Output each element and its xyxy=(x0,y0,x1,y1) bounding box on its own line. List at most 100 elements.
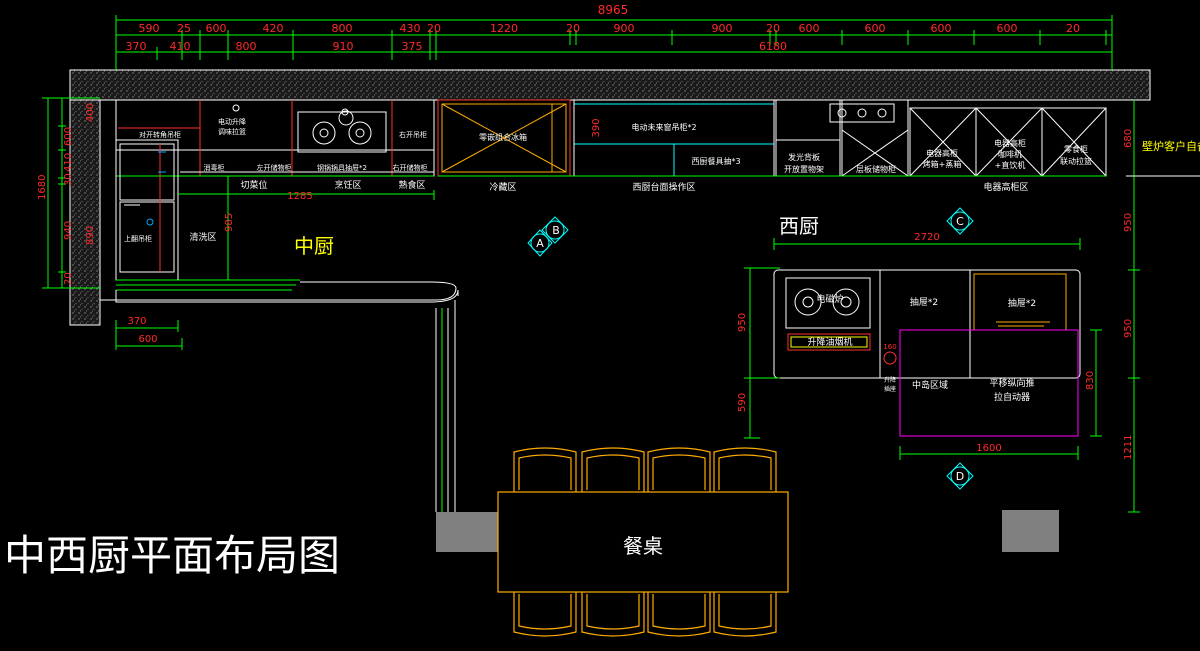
marker-d: D xyxy=(956,470,964,483)
label-left-storage: 左开储物柜 xyxy=(257,163,292,172)
counter-l-shape xyxy=(115,281,459,512)
dim-375: 375 xyxy=(402,40,423,53)
dim-900b: 900 xyxy=(712,22,733,35)
label-induction: 电磁炉 xyxy=(816,293,843,305)
label-right-wall-cabinet: 右开吊柜 xyxy=(399,130,427,139)
dim-1680: 1680 xyxy=(37,175,48,200)
socket-labels: 升降 插座 xyxy=(884,376,896,393)
dim-20a: 20 xyxy=(427,22,441,35)
dim-800: 800 xyxy=(332,22,353,35)
small-dim-lines xyxy=(115,190,435,350)
marker-b: B xyxy=(552,224,560,237)
western-top-cabinets xyxy=(437,99,1107,177)
right-dimensions xyxy=(1126,100,1200,513)
dim-160: 160 xyxy=(883,343,896,351)
zone-cutting: 切菜位 xyxy=(240,179,267,191)
dim-590-island: 590 xyxy=(737,393,748,412)
dim-410: 410 xyxy=(170,40,191,53)
dim-985: 985 xyxy=(224,213,235,232)
dim-910: 910 xyxy=(333,40,354,53)
dim-1285: 1285 xyxy=(287,191,312,202)
dining-table xyxy=(497,447,789,637)
label-lift-hood: 升降油烟机 xyxy=(807,336,852,348)
western-cabinet-labels: 零嵌组合冰箱 电动未来窗吊柜*2 西厨餐具抽*3 发光背板 开放置物架 层板储物… xyxy=(479,122,1092,174)
dim-30-left: 30 xyxy=(63,173,74,186)
dim-830: 830 xyxy=(1085,371,1096,390)
zone-cold: 冷藏区 xyxy=(489,181,516,193)
section-markers xyxy=(527,207,974,490)
dim-800b: 800 xyxy=(236,40,257,53)
dim-590: 590 xyxy=(139,22,160,35)
dim-950-a: 950 xyxy=(1123,213,1134,232)
dim-6180: 6180 xyxy=(759,40,787,53)
label-window-cabinet: 电动未来窗吊柜*2 xyxy=(631,122,696,132)
walls xyxy=(69,69,1151,552)
label-right-storage: 右开储物柜 xyxy=(393,163,428,172)
label-snack-a: 零食柜 xyxy=(1064,144,1088,154)
label-tall-cab2a: 电器高柜 xyxy=(994,138,1026,148)
label-drawer1: 抽屉*2 xyxy=(910,296,938,308)
column-left xyxy=(436,512,498,552)
right-dim-labels: 680 950 950 1211 xyxy=(1123,129,1134,460)
island-labels: 电磁炉 升降油烟机 抽屉*2 抽屉*2 中岛区域 平移纵向推 拉自动器 xyxy=(807,293,1036,403)
label-western-drawer: 西厨餐具抽*3 xyxy=(691,156,740,166)
fireplace-note: 壁炉客户自备 xyxy=(1142,139,1200,153)
zone-western-op: 西厨台面操作区 xyxy=(632,181,695,193)
label-lift-socket-b: 插座 xyxy=(884,385,896,393)
label-tall-cab2b: 咖啡机 xyxy=(998,149,1022,159)
dim-2720: 2720 xyxy=(914,232,939,243)
top-dimensions xyxy=(115,15,1113,70)
label-snack-b: 联动拉篮 xyxy=(1060,156,1092,166)
label-island-zone: 中岛区域 xyxy=(912,379,948,391)
dim-400: 400 xyxy=(85,103,96,122)
dim-430: 430 xyxy=(400,22,421,35)
island-dim-labels: 2720 950 590 1600 830 160 xyxy=(737,232,1096,454)
label-tall-cab1b: 烤箱+蒸箱 xyxy=(923,159,962,169)
dim-420: 420 xyxy=(263,22,284,35)
dim-950-b: 950 xyxy=(1123,319,1134,338)
dim-20b: 20 xyxy=(566,22,580,35)
zone-cooking: 烹饪区 xyxy=(334,179,361,191)
top-cabinet-row xyxy=(115,99,435,177)
second-dim-row: 370 410 800 910 375 6180 xyxy=(126,40,788,53)
dim-900a: 900 xyxy=(614,22,635,35)
label-layer-storage: 层板储物柜 xyxy=(856,164,896,174)
column-right xyxy=(1002,510,1059,552)
label-light-panel: 发光背板 xyxy=(788,152,820,162)
zone-washing: 清洗区 xyxy=(189,231,216,243)
label-sliding-a: 平移纵向推 xyxy=(989,377,1034,389)
dim-370-bottom: 370 xyxy=(127,316,146,327)
page-title: 中西厨平面布局图 xyxy=(4,531,340,580)
dim-600-left: 600 xyxy=(63,127,74,146)
dim-20c: 20 xyxy=(766,22,780,35)
label-fridge: 零嵌组合冰箱 xyxy=(479,132,527,142)
label-tall-cab1a: 电器高柜 xyxy=(926,148,958,158)
left-dim-labels: 400 600 410 30 1680 940 890 20 xyxy=(37,103,96,285)
dim-950-island: 950 xyxy=(737,313,748,332)
zone-chinese-kitchen: 中厨 xyxy=(294,234,334,258)
label-drawer2: 抽屉*2 xyxy=(1008,297,1036,309)
left-cabinet-column xyxy=(115,139,300,291)
small-dim-labels: 390 1285 985 370 600 xyxy=(127,118,602,345)
label-seasoning: 调味拉篮 xyxy=(218,127,246,136)
label-lift-socket-a: 升降 xyxy=(884,376,896,384)
dim-600e: 600 xyxy=(997,22,1018,35)
chairs-bottom xyxy=(513,592,777,637)
zone-cooked: 熟食区 xyxy=(398,179,425,191)
top-cabinet-labels: 对开转角吊柜 电动升降 调味拉篮 右开吊柜 消毒柜 左开储物柜 钢锅锅具抽屉*2… xyxy=(139,117,428,172)
dim-total: 8965 xyxy=(598,3,629,17)
section-marker-labels: A B C D xyxy=(536,215,964,483)
marker-c: C xyxy=(956,215,964,228)
dim-25: 25 xyxy=(177,22,191,35)
dim-390: 390 xyxy=(591,118,602,137)
dim-600c: 600 xyxy=(865,22,886,35)
label-tall-cab2c: +直饮机 xyxy=(995,160,1026,170)
dim-600b: 600 xyxy=(799,22,820,35)
label-disinfection: 消毒柜 xyxy=(204,163,225,172)
island xyxy=(744,238,1102,460)
label-corner-cabinet: 对开转角吊柜 xyxy=(139,130,181,139)
marker-a: A xyxy=(536,237,544,250)
chairs-top xyxy=(513,447,777,492)
left-dimensions xyxy=(42,97,100,289)
